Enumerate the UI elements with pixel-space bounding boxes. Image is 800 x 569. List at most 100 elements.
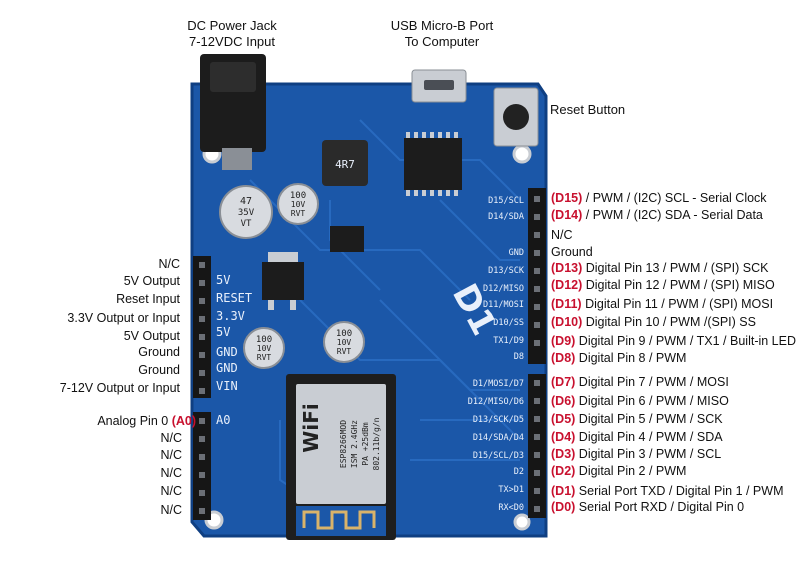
silk-reset: RESET — [216, 291, 252, 305]
right-label-text: Digital Pin 8 / PWM — [578, 351, 687, 365]
silk-d0: RX<D0 — [498, 503, 524, 513]
left-header-analog — [193, 412, 211, 520]
cap-3-line-3: RVT — [257, 353, 272, 362]
right-label-d4: (D4) Digital Pin 4 / PWM / SDA — [551, 430, 723, 445]
right-label-d2: (D2) Digital Pin 2 / PWM — [551, 464, 686, 479]
right-label-text: Digital Pin 4 / PWM / SDA — [578, 430, 723, 444]
left-label-text: N/C — [160, 448, 182, 462]
right-label-pin: (D14) — [551, 208, 583, 222]
cap-4-line-3: RVT — [337, 347, 352, 356]
dc-power-jack-line-2: 7-12VDC Input — [189, 34, 275, 49]
left-label-text: 3.3V Output or Input — [67, 311, 180, 325]
usb-port-line-2: To Computer — [404, 34, 480, 49]
right-label-pin: (D4) — [551, 430, 576, 444]
cap-2-line-2: 10V — [291, 200, 306, 209]
right-label-d6: (D6) Digital Pin 6 / PWM / MISO — [551, 394, 729, 409]
right-label-text: Digital Pin 3 / PWM / SCL — [578, 447, 722, 461]
left-label-text: N/C — [160, 484, 182, 498]
right-label-d11: (D11) Digital Pin 11 / PWM / (SPI) MOSI — [551, 297, 773, 312]
right-label-text: Digital Pin 10 / PWM /(SPI) SS — [585, 315, 756, 329]
silk-d11: D11/MOSI — [483, 300, 524, 310]
left-label-nc-6: N/C — [160, 503, 182, 518]
silk-d15: D15/SCL — [488, 196, 524, 206]
cap-2-line-1: 100 — [290, 191, 306, 201]
right-label-pin: (D6) — [551, 394, 576, 408]
voltage-regulator — [262, 252, 304, 310]
right-label-d5: (D5) Digital Pin 5 / PWM / SCK — [551, 412, 723, 427]
small-ic — [330, 226, 364, 252]
left-label-text: 5V Output — [123, 274, 180, 288]
right-label-pin: (D10) — [551, 315, 583, 329]
left-label-analog-0: Analog Pin 0 (A0) — [97, 414, 196, 429]
reset-button[interactable] — [493, 87, 539, 147]
left-label-text: 7-12V Output or Input — [59, 381, 180, 395]
right-label-d3: (D3) Digital Pin 3 / PWM / SCL — [551, 447, 721, 462]
capacitor-100uf-left: 100 10V RVT — [243, 327, 285, 369]
left-label-reset-input: Reset Input — [116, 292, 180, 307]
left-label-pin: (A0) — [171, 414, 196, 428]
left-label-text: Ground — [138, 345, 180, 359]
right-label-text: Digital Pin 12 / PWM / (SPI) MISO — [585, 278, 775, 292]
capacitor-47uf: 47 35V VT — [219, 185, 273, 239]
esp8266-module: WiFi ESP8266MOD ISM 2.4GHz PA +25dBm 802… — [286, 374, 396, 540]
left-label-nc-2: N/C — [160, 431, 182, 446]
silk-d12: D12/MISO — [483, 284, 524, 294]
silk-d2: D2 — [514, 467, 524, 477]
right-label-text: Serial Port TXD / Digital Pin 1 / PWM — [578, 484, 784, 498]
silk-d3: D15/SCL/D3 — [473, 451, 524, 461]
silk-d8: D8 — [514, 352, 524, 362]
right-label-text: N/C — [551, 228, 573, 242]
left-header-power — [193, 256, 211, 398]
left-label-text: 5V Output — [123, 329, 180, 343]
cap-1-line-1: 47 — [240, 196, 252, 207]
silk-d4: D14/SDA/D4 — [473, 433, 524, 443]
usb-port-line-1: USB Micro-B Port — [390, 18, 494, 33]
cap-2-line-3: RVT — [291, 209, 306, 218]
right-label-d14: (D14) / PWM / (I2C) SDA - Serial Data — [551, 208, 763, 223]
right-label-pin: (D9) — [551, 334, 576, 348]
silk-d7: D1/MOSI/D7 — [473, 379, 524, 389]
right-label-d7: (D7) Digital Pin 7 / PWM / MOSI — [551, 375, 729, 390]
right-label-pin: (D3) — [551, 447, 576, 461]
usb-serial-chip — [404, 132, 462, 196]
left-label-text: N/C — [160, 431, 182, 445]
capacitor-100uf-right: 100 10V RVT — [323, 321, 365, 363]
right-label-d9: (D9) Digital Pin 9 / PWM / TX1 / Built-i… — [551, 334, 796, 349]
dc-power-jack-line-1: DC Power Jack — [187, 18, 277, 33]
module-wifi-text: WiFi — [299, 403, 323, 452]
right-label-d8: (D8) Digital Pin 8 / PWM — [551, 351, 686, 366]
right-label-pin: (D11) — [551, 297, 582, 311]
right-label-pin: (D7) — [551, 375, 576, 389]
usb-port-label: USB Micro-B Port To Computer — [380, 18, 504, 50]
capacitor-100uf-top: 100 10V RVT — [277, 183, 319, 225]
right-label-text: Digital Pin 11 / PWM / (SPI) MOSI — [585, 297, 774, 311]
left-label-ground-1: Ground — [138, 345, 180, 360]
right-label-text: Ground — [551, 245, 593, 259]
right-label-d12: (D12) Digital Pin 12 / PWM / (SPI) MISO — [551, 278, 775, 293]
right-label-d0: (D0) Serial Port RXD / Digital Pin 0 — [551, 500, 744, 515]
right-label-pin: (D0) — [551, 500, 576, 514]
right-label-ground: Ground — [551, 245, 593, 260]
right-silk-labels: D15/SCL D14/SDA GND D13/SCK D12/MISO D11… — [468, 196, 525, 513]
cap-3-line-1: 100 — [256, 335, 272, 345]
right-label-pin: (D8) — [551, 351, 576, 365]
silk-d14: D14/SDA — [488, 212, 524, 222]
silk-gnd-b: GND — [216, 361, 238, 375]
left-label-nc-4: N/C — [160, 466, 182, 481]
left-label-text: N/C — [160, 503, 182, 517]
right-label-pin: (D15) — [551, 191, 583, 205]
left-label-text: Ground — [138, 363, 180, 377]
right-label-pin: (D5) — [551, 412, 576, 426]
left-label-ground-2: Ground — [138, 363, 180, 378]
module-text-4: 802.11b/g/n — [372, 417, 381, 470]
right-label-text: Digital Pin 13 / PWM / (SPI) SCK — [585, 261, 769, 275]
module-text-2: ISM 2.4GHz — [350, 420, 359, 468]
left-label-5v-output-2: 5V Output — [124, 329, 180, 344]
right-label-pin: (D1) — [551, 484, 576, 498]
inductor: 4R7 — [322, 140, 368, 186]
right-label-text: Digital Pin 2 / PWM — [578, 464, 687, 478]
right-label-d13: (D13) Digital Pin 13 / PWM / (SPI) SCK — [551, 261, 768, 276]
dc-power-jack — [200, 54, 266, 170]
right-label-text: / PWM / (I2C) SCL - Serial Clock — [585, 191, 767, 205]
